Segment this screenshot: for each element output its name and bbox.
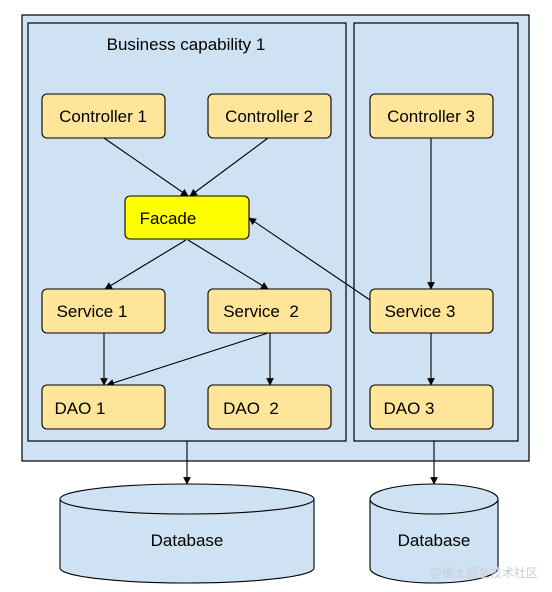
edge-service2-dao1 xyxy=(106,332,269,387)
node-service-1: Service 1 xyxy=(41,288,166,334)
business-capability-2-group xyxy=(353,22,519,442)
edges xyxy=(100,137,438,485)
node-service-2: Service 2 xyxy=(207,288,332,334)
node-dao-2: DAO 2 xyxy=(207,384,332,430)
node-controller-1: Controller 1 xyxy=(41,93,166,139)
node-label: Service 1 xyxy=(57,302,128,321)
node-controller-3: Controller 3 xyxy=(369,93,494,139)
edge-service3-facade xyxy=(248,217,371,301)
node-label: DAO 3 xyxy=(383,399,434,418)
node-label: DAO 1 xyxy=(54,399,105,418)
node-label: Controller 2 xyxy=(225,107,313,126)
node-label: Controller 1 xyxy=(59,107,147,126)
node-label: DAO 2 xyxy=(223,399,279,418)
node-label: Facade xyxy=(140,209,197,228)
node-controller-2: Controller 2 xyxy=(207,93,332,139)
node-label: Service 2 xyxy=(223,302,299,321)
watermark-text: @稀土掘金技术社区 xyxy=(430,565,538,580)
database-right-label: Database xyxy=(398,531,471,550)
edge-controller2-facade xyxy=(189,137,269,197)
node-label: Service 3 xyxy=(385,302,456,321)
database-left-cylinder: Database xyxy=(59,483,315,584)
node-label: Controller 3 xyxy=(387,107,475,126)
node-service-3: Service 3 xyxy=(369,288,494,334)
edge-controller1-facade xyxy=(103,137,189,197)
group-title: Business capability 1 xyxy=(107,35,266,54)
node-dao-1: DAO 1 xyxy=(41,384,166,430)
database-right-cylinder: Database xyxy=(369,483,499,584)
edge-facade-service1 xyxy=(104,239,187,290)
node-facade: Facade xyxy=(124,195,250,240)
edge-facade-service2 xyxy=(187,239,269,290)
database-left-label: Database xyxy=(151,531,224,550)
node-dao-3: DAO 3 xyxy=(369,384,494,430)
